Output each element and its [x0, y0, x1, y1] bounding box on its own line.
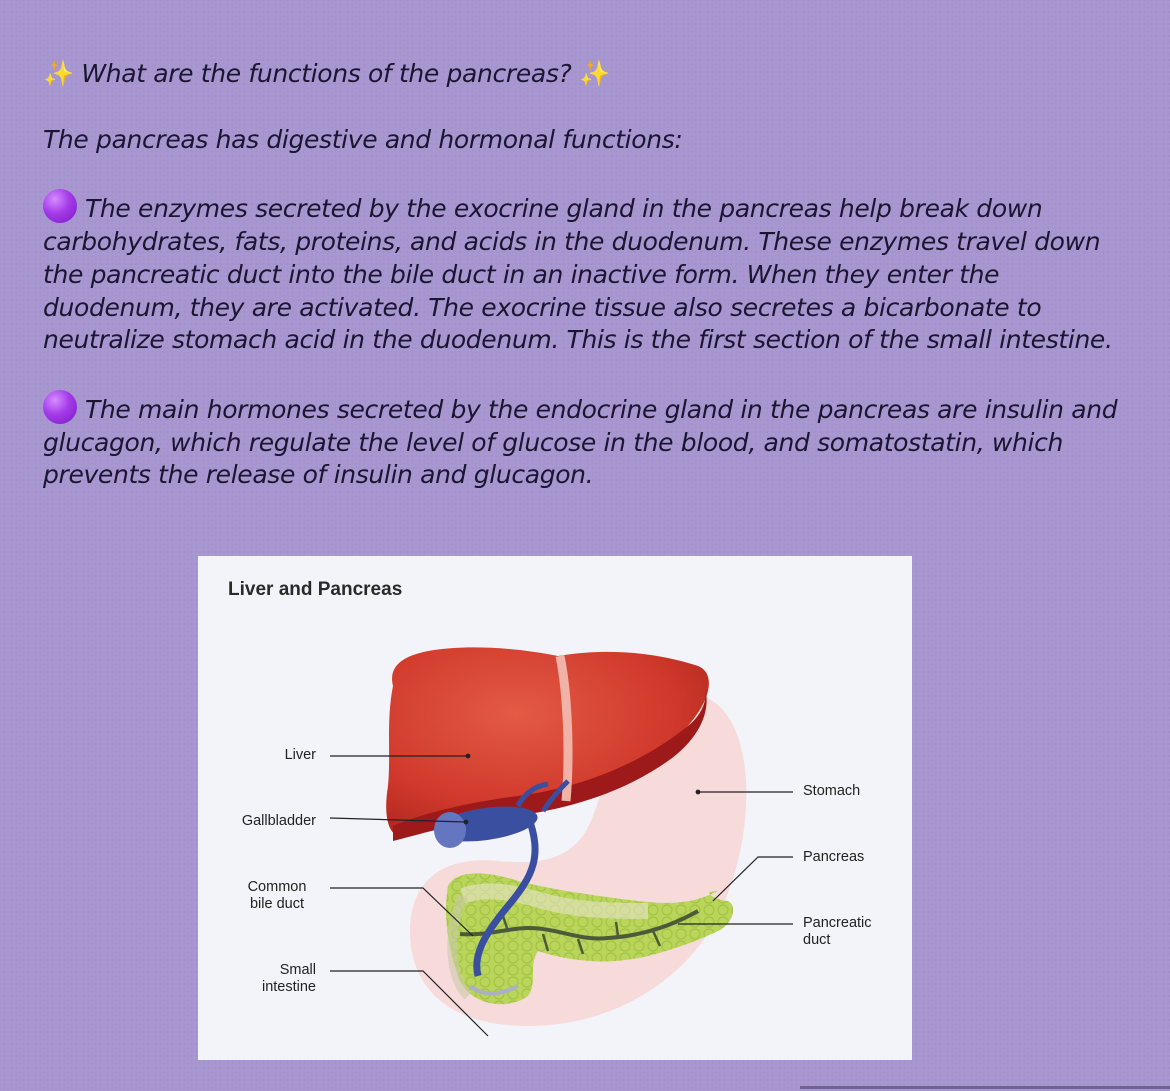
article-paragraph-endocrine: The main hormones secreted by the endocr…	[43, 389, 1133, 492]
liver-shape	[386, 647, 709, 837]
sparkles-icon: ✨	[43, 59, 74, 88]
article-title-line: ✨ What are the functions of the pancreas…	[43, 58, 1133, 91]
label-gallbladder: Gallbladder	[241, 813, 316, 829]
label-pancreas: Pancreas	[803, 849, 865, 865]
label-pancreatic-duct: Pancreatic duct	[803, 915, 872, 949]
label-line: duct	[803, 932, 831, 948]
common-bile-duct-path	[473, 814, 539, 977]
sparkles-icon: ✨	[579, 59, 610, 88]
leader-lines	[329, 753, 793, 1037]
label-small-intestine: Small intestine	[238, 962, 316, 996]
figure-title: Liver and Pancreas	[228, 579, 403, 600]
paragraph-text: The main hormones secreted by the endocr…	[43, 394, 1118, 490]
label-common-bile-duct: Common bile duct	[238, 879, 316, 913]
article-intro: The pancreas has digestive and hormonal …	[43, 124, 683, 154]
label-line: Pancreatic	[803, 915, 872, 931]
label-line: Common	[247, 879, 307, 895]
duodenum-path	[447, 893, 472, 1000]
paragraph-text: The enzymes secreted by the exocrine gla…	[43, 194, 1113, 355]
label-stomach: Stomach	[803, 783, 861, 799]
purple-circle-icon	[43, 389, 77, 424]
bottom-divider	[800, 1086, 1170, 1089]
label-line: bile duct	[249, 896, 304, 912]
label-line: Small	[279, 962, 316, 978]
liver-underside	[393, 681, 707, 841]
pancreatic-duct-path	[459, 909, 699, 941]
label-liver: Liver	[284, 747, 316, 763]
article-text: ✨ What are the functions of the pancreas…	[43, 58, 1133, 492]
article-title: What are the functions of the pancreas?	[81, 59, 572, 88]
purple-circle-icon	[43, 189, 77, 224]
article-paragraph-exocrine: The enzymes secreted by the exocrine gla…	[43, 189, 1133, 357]
liver-pancreas-figure: Liver and Pancreas	[198, 556, 912, 1060]
label-line: intestine	[261, 979, 316, 995]
anatomy-illustration	[329, 647, 793, 1037]
